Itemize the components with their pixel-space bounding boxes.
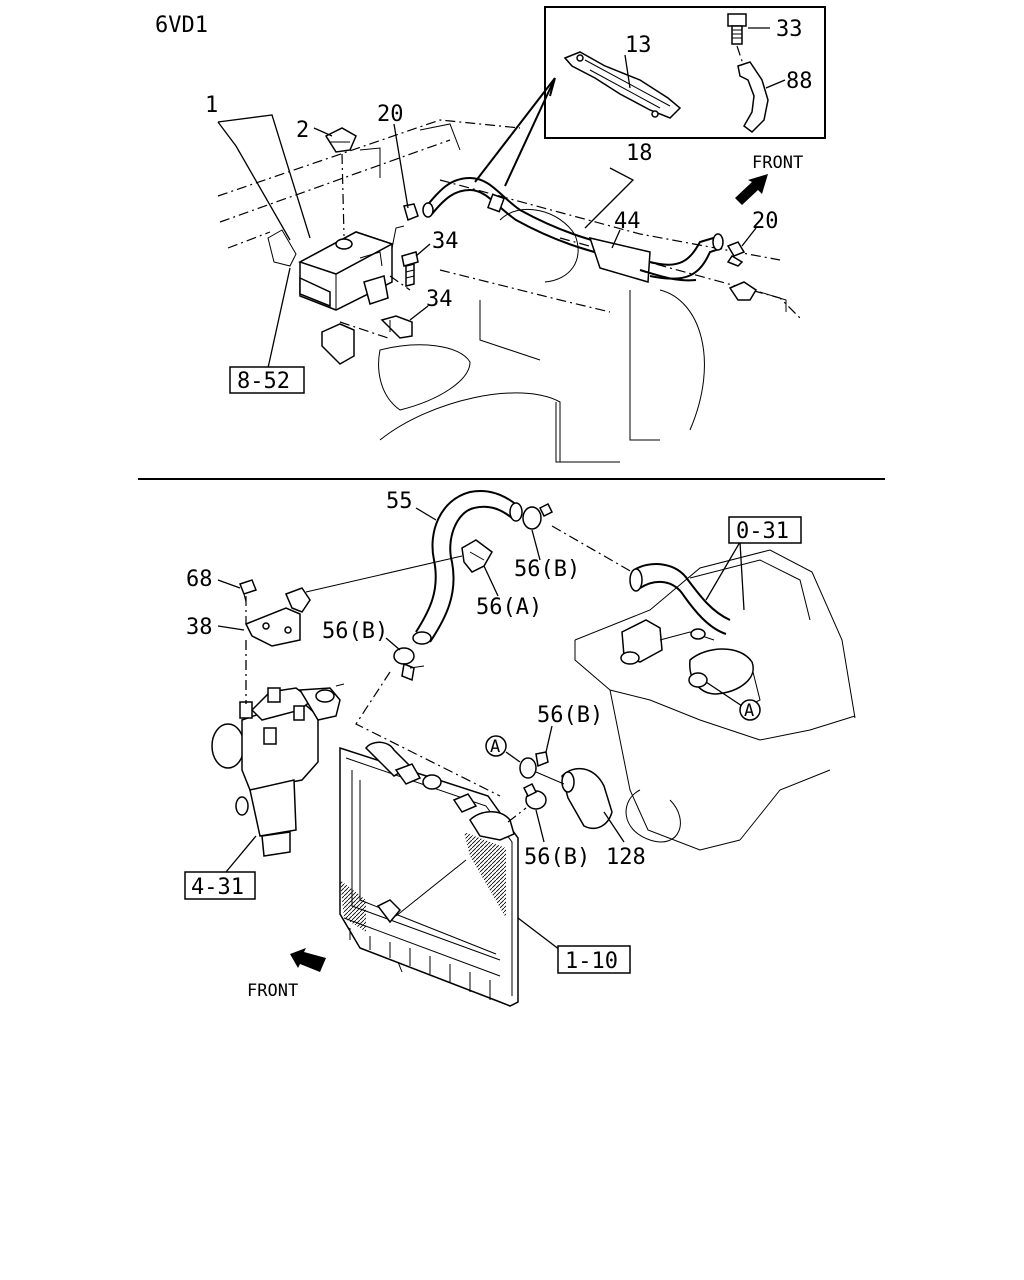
clamp-part-56b-mid bbox=[393, 647, 425, 682]
callout-128: 128 bbox=[606, 845, 646, 870]
callout-34-lower: 34 bbox=[426, 287, 453, 312]
reservoir-tank-part-1 bbox=[298, 225, 405, 311]
clip-part-20-right bbox=[726, 241, 746, 267]
clamp-part-56b-upper bbox=[522, 502, 554, 530]
callout-56a: 56(A) bbox=[476, 595, 542, 620]
front-label-top: FRONT bbox=[752, 153, 803, 173]
marker-a-right: A bbox=[739, 699, 761, 721]
ref-8-52-label: 8-52 bbox=[237, 369, 290, 394]
callout-2: 2 bbox=[296, 118, 309, 143]
strap-part-13 bbox=[563, 51, 682, 119]
radiator-part-1-10 bbox=[339, 741, 519, 1007]
ref-0-31-label: 0-31 bbox=[736, 519, 789, 544]
clamp-part-56b-lower-upper bbox=[519, 751, 549, 779]
svg-text:A: A bbox=[490, 737, 500, 757]
clip-part-56a bbox=[461, 539, 493, 573]
callout-56b-lower: 56(B) bbox=[524, 845, 590, 870]
engine-outline bbox=[574, 549, 856, 851]
callout-56b-upper: 56(B) bbox=[514, 557, 580, 582]
svg-text:A: A bbox=[744, 701, 754, 721]
clip-part-20-left bbox=[403, 203, 419, 222]
clamp-part-56b-lower bbox=[522, 782, 547, 810]
front-arrow-top bbox=[735, 174, 768, 205]
lower-hose-part-128 bbox=[561, 767, 613, 830]
callout-56b-mid: 56(B) bbox=[322, 619, 388, 644]
bolt-part-33 bbox=[727, 13, 747, 45]
bracket-part-88 bbox=[736, 45, 769, 133]
thermostat-inlet-hose bbox=[629, 563, 731, 635]
tank-mount-bracket bbox=[321, 323, 355, 365]
bottom-section: A A FRONT 55 56(B) 56(A) 68 38 56(B) 56(… bbox=[184, 489, 856, 1007]
callout-88: 88 bbox=[786, 69, 813, 94]
ref-1-10-label: 1-10 bbox=[565, 949, 618, 974]
callout-56b-right: 56(B) bbox=[537, 703, 603, 728]
callout-38: 38 bbox=[186, 615, 213, 640]
ref-4-31-label: 4-31 bbox=[191, 875, 244, 900]
thermostat-housing bbox=[620, 619, 754, 695]
upper-hose-part-55 bbox=[412, 490, 523, 645]
ref-box-1-10 bbox=[557, 945, 631, 974]
callout-44: 44 bbox=[614, 209, 641, 234]
callout-55: 55 bbox=[386, 489, 413, 514]
ref-box-8-52 bbox=[229, 366, 305, 394]
bracket-lower-right bbox=[728, 281, 758, 301]
inset-leader-lines bbox=[474, 77, 556, 187]
front-arrow-bottom bbox=[290, 948, 326, 972]
inset-box bbox=[544, 6, 826, 139]
callout-20-right: 20 bbox=[752, 209, 779, 234]
callout-18: 18 bbox=[626, 141, 653, 166]
top-section: FRONT bbox=[205, 6, 826, 463]
marker-a-left: A bbox=[485, 735, 507, 757]
cap-part-2 bbox=[324, 127, 357, 153]
front-label-bottom: FRONT bbox=[247, 981, 298, 1001]
bracket-part-38 bbox=[244, 587, 311, 647]
callout-13: 13 bbox=[625, 33, 652, 58]
bolt-part-34-lower bbox=[380, 315, 413, 339]
tank-side-bracket bbox=[267, 229, 297, 267]
steering-gear-box bbox=[211, 683, 345, 857]
model-code: 6VD1 bbox=[155, 13, 208, 38]
ref-box-4-31 bbox=[184, 871, 256, 900]
callout-20-left: 20 bbox=[377, 102, 404, 127]
callout-33: 33 bbox=[776, 17, 803, 42]
bolt-part-34-upper bbox=[401, 251, 419, 287]
ref-box-0-31 bbox=[728, 516, 802, 544]
callout-68: 68 bbox=[186, 567, 213, 592]
callout-34-upper: 34 bbox=[432, 229, 459, 254]
hose-part-18-44 bbox=[422, 176, 724, 283]
callout-1: 1 bbox=[205, 93, 218, 118]
nut-part-68 bbox=[239, 579, 257, 603]
